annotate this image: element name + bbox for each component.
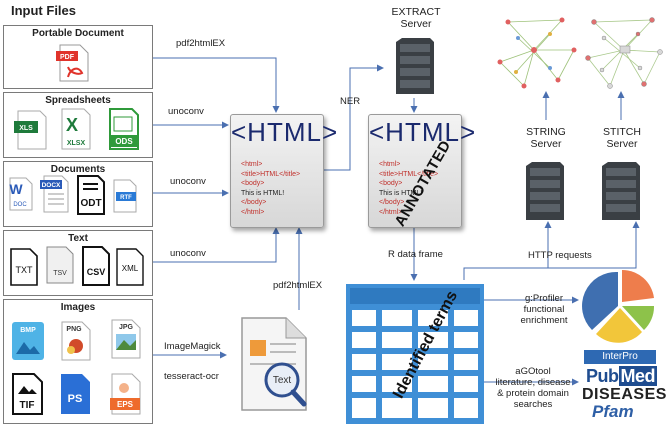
eps-file-icon: EPS: [110, 373, 141, 415]
svg-text:XML: XML: [122, 264, 139, 273]
svg-text:ODS: ODS: [115, 137, 133, 146]
html-code: <html> <title>HTML</title> <body> This i…: [379, 161, 439, 216]
svg-text:BMP: BMP: [20, 327, 36, 334]
csv-file-icon: CSV: [82, 246, 110, 286]
group-title: Documents: [50, 164, 106, 175]
docx-file-icon: DOCX: [40, 175, 69, 213]
svg-text:W: W: [9, 181, 23, 197]
odt-file-icon: ODT: [77, 175, 105, 215]
arrow-http: [463, 224, 637, 280]
svg-text:TXT: TXT: [16, 265, 34, 275]
html-code: <html> <title>HTML</title> <body> This i…: [241, 161, 301, 216]
xls-file-icon: XLS: [14, 110, 47, 150]
tool-label-unoconv: unoconv: [170, 248, 206, 259]
xml-file-icon: XML: [116, 248, 144, 286]
tool-label-pdf2htmlex: pdf2htmlEX: [273, 280, 323, 291]
svg-text:XLSX: XLSX: [67, 140, 86, 147]
input-files-title: Input Files: [11, 3, 76, 18]
png-file-icon: PNG: [61, 321, 91, 361]
tool-label-ner: NER: [340, 96, 361, 107]
extract-server-label: EXTRACT Server: [391, 6, 441, 30]
interpro-logo: InterPro: [584, 350, 656, 364]
stitch-network-image: [585, 17, 663, 89]
doc-file-icon: W DOC: [9, 177, 33, 211]
html-document: <HTML> <html> <title>HTML</title> <body>…: [230, 114, 339, 228]
annotated-html-document: <HTML> <html> <title>HTML</title> <body>…: [368, 114, 477, 230]
xlsx-file-icon: X XLSX: [61, 108, 91, 150]
tool-label-r-data-frame: R data frame: [388, 249, 443, 260]
svg-text:DOCX: DOCX: [42, 182, 61, 189]
tool-label-http-requests: HTTP requests: [528, 250, 592, 261]
pdf-file-icon: PDF: [56, 44, 89, 82]
arrow-text: [152, 227, 280, 263]
tsv-file-icon: TSV: [46, 246, 74, 284]
images-group: Images BMP PNG JPG TIF PS EPS: [3, 299, 153, 424]
file-label: PDF: [60, 54, 75, 61]
stitch-server-label: STITCH Server: [603, 126, 641, 150]
gprofiler-label: g:Profiler functional enrichment: [520, 293, 568, 326]
txt-file-icon: TXT: [10, 248, 38, 286]
string-server-label: STRING Server: [526, 126, 566, 150]
jpg-file-icon: JPG: [111, 319, 141, 359]
stitch-server-icon: [602, 162, 640, 220]
agotool-label: aGOtool literature, disease & protein do…: [495, 366, 571, 410]
portable-document-group: Portable Document PDF: [3, 25, 153, 89]
spreadsheets-group: Spreadsheets XLS X XLSX ODS: [3, 92, 153, 158]
rtf-file-icon: RTF: [113, 179, 137, 213]
group-title: Portable Document: [32, 28, 124, 39]
svg-text:JPG: JPG: [119, 324, 134, 331]
svg-text:TIF: TIF: [20, 400, 35, 411]
svg-text:PS: PS: [68, 393, 83, 405]
svg-text:ODT: ODT: [80, 198, 101, 209]
text-group: Text TXT TSV CSV XML: [3, 230, 153, 296]
svg-text:EPS: EPS: [117, 400, 134, 409]
ocr-text-icon: Text: [241, 317, 307, 411]
enrichment-pie-icon: [582, 269, 655, 343]
tool-label-imagemagick: ImageMagick: [164, 341, 221, 352]
svg-text:TSV: TSV: [53, 270, 67, 277]
html-tag-heading: <HTML>: [369, 117, 477, 147]
tool-label-pdf2htmlex: pdf2htmlEX: [176, 38, 226, 49]
ods-file-icon: ODS: [109, 108, 139, 150]
group-title: Text: [68, 233, 88, 244]
tool-label-unoconv: unoconv: [168, 106, 204, 117]
bmp-file-icon: BMP: [12, 322, 44, 360]
identified-terms-table: [346, 284, 484, 424]
svg-text:DOC: DOC: [13, 202, 27, 208]
tool-label-unoconv: unoconv: [170, 176, 206, 187]
diseases-logo: DISEASES: [582, 386, 667, 403]
group-title: Images: [60, 302, 96, 313]
svg-text:XLS: XLS: [19, 125, 33, 132]
pfam-logo: Pfam: [592, 402, 634, 421]
string-network-image: [497, 17, 577, 89]
tool-label-tesseract: tesseract-ocr: [164, 371, 219, 382]
html-tag-heading: <HTML>: [231, 117, 339, 147]
ps-file-icon: PS: [61, 374, 90, 414]
group-title: Spreadsheets: [45, 95, 111, 106]
arrow-ner: [324, 64, 384, 171]
tif-file-icon: TIF: [12, 373, 43, 415]
ocr-text-label: Text: [273, 375, 292, 386]
documents-group: Documents W DOC DOCX ODT RTF: [3, 161, 153, 227]
extract-server-icon: [396, 38, 434, 94]
string-server-icon: [526, 162, 564, 220]
svg-text:X: X: [66, 115, 78, 135]
svg-text:CSV: CSV: [87, 267, 106, 277]
svg-text:PNG: PNG: [66, 326, 82, 333]
arrow-pdf: [152, 57, 280, 113]
svg-text:RTF: RTF: [120, 195, 132, 201]
